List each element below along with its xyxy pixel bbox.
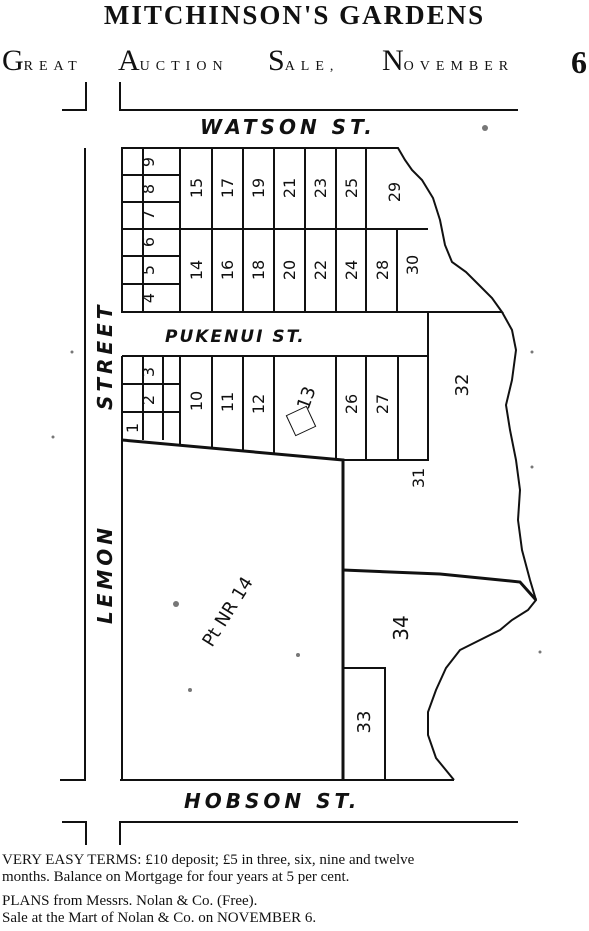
east-boundary	[427, 311, 538, 781]
lot-number: 5	[139, 265, 158, 275]
print-speckles	[51, 125, 542, 692]
lot-32-outline	[398, 311, 502, 461]
sale-day-number: 6	[571, 44, 587, 80]
building-mark	[285, 405, 317, 437]
lot-number: 31	[409, 468, 428, 488]
subdivision-plan: WATSON ST. PUKENUI ST. HOBSON ST. STREET…	[51, 82, 542, 845]
lot-number: 30	[403, 255, 422, 275]
lot-number: 14	[187, 260, 206, 280]
lot-number: 9	[139, 157, 158, 167]
lot-number: 2	[139, 395, 158, 405]
lot-number: 17	[218, 178, 237, 198]
street-label-lemon: LEMON	[93, 524, 117, 624]
lot-number: 24	[342, 260, 361, 280]
street-label-watson: WATSON ST.	[200, 115, 376, 139]
subtitle-word-november: NOVEMBER	[382, 44, 515, 77]
road-line-bottom-left	[62, 821, 87, 845]
lot-number: 22	[311, 260, 330, 280]
reserve-label: Pt NR 14	[198, 573, 257, 650]
reserve-boundary	[121, 438, 345, 780]
lot-number: 13	[293, 384, 321, 413]
lot-number: 34	[389, 615, 413, 640]
lot-number: 32	[452, 374, 473, 397]
lot-number: 18	[249, 260, 268, 280]
lot-number: 21	[280, 178, 299, 198]
lot-number: 28	[373, 260, 392, 280]
lot-34-boundary	[342, 568, 538, 601]
road-line-top-left	[62, 82, 87, 111]
lot-number: 7	[139, 210, 158, 220]
lot-number: 23	[311, 178, 330, 198]
subtitle-word-sale: SALE,	[268, 44, 340, 77]
street-label-pukenui: PUKENUI ST.	[165, 327, 306, 347]
road-line-top-right	[119, 82, 518, 111]
page-title: MITCHINSON'S GARDENS	[103, 0, 486, 30]
street-label-hobson: HOBSON ST.	[184, 789, 360, 813]
lot-number: 29	[385, 182, 404, 202]
lot-number: 1	[123, 423, 142, 433]
lot-number: 10	[187, 391, 206, 411]
footer-terms-line-1: VERY EASY TERMS: £10 deposit; £5 in thre…	[2, 852, 415, 868]
footer-sale-line: Sale at the Mart of Nolan & Co. on NOVEM…	[2, 910, 317, 926]
footer-plans-line: PLANS from Messrs. Nolan & Co. (Free).	[2, 893, 258, 909]
lot-number: 12	[249, 394, 268, 414]
lot-number: 27	[373, 394, 392, 414]
lot-number: 16	[218, 260, 237, 280]
lot-number: 4	[139, 293, 158, 303]
lot-number: 25	[342, 178, 361, 198]
lot-number: 15	[187, 178, 206, 198]
street-label-street: STREET	[93, 302, 117, 410]
lot-number: 8	[139, 184, 158, 194]
lot-number: 3	[139, 367, 158, 377]
lot-number: 6	[139, 237, 158, 247]
lot-number: 33	[354, 711, 375, 734]
road-line-bottom-right	[119, 821, 518, 845]
lot-number: 26	[342, 394, 361, 414]
lot-number: 11	[218, 392, 237, 412]
lot-number: 20	[280, 260, 299, 280]
lot-number: 19	[249, 178, 268, 198]
subtitle-word-auction: AUCTION	[118, 44, 229, 77]
footer-terms-line-2: months. Balance on Mortgage for four yea…	[2, 869, 350, 885]
subtitle: GREAT AUCTION SALE, NOVEMBER	[0, 44, 589, 84]
subtitle-word-great: GREAT	[2, 44, 83, 77]
